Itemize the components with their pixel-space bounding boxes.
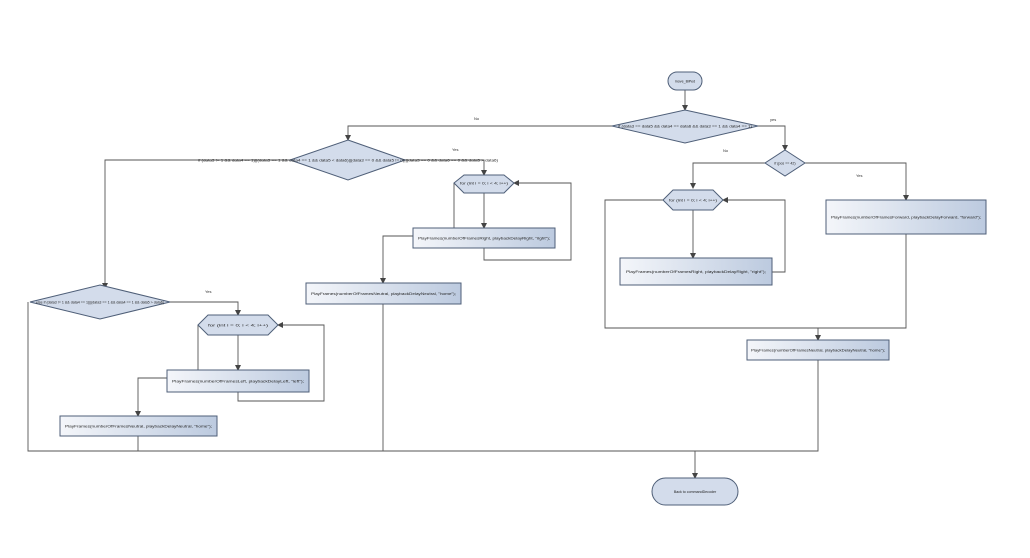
loop-right: for (int i = 0; i < 4; i++) (662, 189, 724, 211)
edge-label-gate-no: No (723, 148, 729, 153)
process-right-middle-label: PlayFrames(numberOfFramesRight, playback… (418, 237, 550, 241)
process-neutral-right: PlayFrames(numberOfFramesNeutral, playba… (746, 339, 890, 361)
process-neutral-middle: PlayFrames(numberOfFramesNeutral, playba… (305, 282, 462, 305)
loop-right-label: for (int i = 0; i < 4; i++) (669, 199, 717, 203)
process-neutral-left: PlayFrames(numberOfFramesNeutral, playba… (59, 415, 218, 437)
loop-left-label: for (int i = 0; i < 4; i++) (208, 324, 268, 328)
process-left: PlayFrames(numberOfFramesLeft, playbackD… (166, 369, 310, 393)
line-main-yes (758, 125, 788, 151)
start-label: move_BiPed (675, 80, 695, 84)
edge-label-left-yes: Yes (205, 289, 212, 294)
start-terminal: move_BiPed (667, 71, 703, 91)
decision-left: else if (data3 != 1 && data4 == 1)||(dat… (29, 284, 171, 320)
line-loopR-back (722, 197, 786, 273)
line-loopM-back (483, 180, 572, 261)
process-neutral-left-label: PlayFrames(numberOfFramesNeutral, playba… (65, 425, 212, 429)
line-gate-no (690, 162, 765, 189)
line-main-no (345, 125, 612, 141)
process-right-middle: PlayFrames(numberOfFramesRight, playback… (412, 227, 556, 249)
loop-left: for (int i = 0; i < 4; i++) (197, 314, 279, 336)
decision-main-label: if (data3 == data5 && data4 == data6 && … (618, 125, 752, 129)
decision-left-label: else if (data3 != 1 && data4 == 1)||(dat… (36, 301, 164, 305)
decision-main: if (data3 == data5 && data4 == data6 && … (611, 109, 759, 144)
line-neutralR-end (695, 360, 819, 452)
process-neutral-middle-label: PlayFrames(numberOfFramesNeutral, playba… (311, 292, 456, 296)
loop-middle-label: for (int i = 0; i < 4; i++) (460, 182, 508, 186)
edge-label-gate-yes: Yes (856, 173, 863, 178)
decision-gate-label: if (pos == 42) (774, 162, 795, 166)
line-gate-yes (805, 162, 909, 201)
decision-turn: if (data3 != 1 && data4 == 1)||(data3 ==… (198, 139, 498, 181)
process-forward: PlayFrames(numberOfFramesForward, playba… (825, 199, 987, 235)
line-loopR-exit (604, 199, 821, 341)
end-label: Back to commandDecoder (674, 490, 717, 494)
line-turn-else (102, 159, 290, 289)
decision-turn-label: if (data3 != 1 && data4 == 1)||(data3 ==… (198, 159, 498, 163)
line-left-yes (170, 301, 241, 316)
end-terminal: Back to commandDecoder (651, 477, 739, 506)
line-forward-merge (818, 234, 907, 329)
line-loopL-back (237, 322, 325, 402)
connectors (27, 90, 909, 479)
decision-gate: if (pos == 42) (764, 149, 806, 177)
loop-middle: for (int i = 0; i < 4; i++) (453, 174, 515, 194)
process-left-label: PlayFrames(numberOfFramesLeft, playbackD… (172, 380, 304, 384)
edge-label-turn-yes: Yes (452, 147, 459, 152)
edge-labels: No yes No Yes Yes Yes (205, 116, 863, 294)
line-turn-yes (405, 159, 487, 176)
edge-label-main-no: No (474, 116, 480, 121)
process-neutral-right-label: PlayFrames(numberOfFramesNeutral, playba… (751, 349, 885, 353)
line-left-else (27, 302, 695, 452)
edge-label-main-yes: yes (770, 117, 776, 122)
process-right-top-label: PlayFrames(numberOfFramesRight, playback… (626, 270, 766, 274)
process-right-top: PlayFrames(numberOfFramesRight, playback… (619, 257, 773, 286)
process-forward-label: PlayFrames(numberOfFramesForward, playba… (831, 216, 981, 220)
